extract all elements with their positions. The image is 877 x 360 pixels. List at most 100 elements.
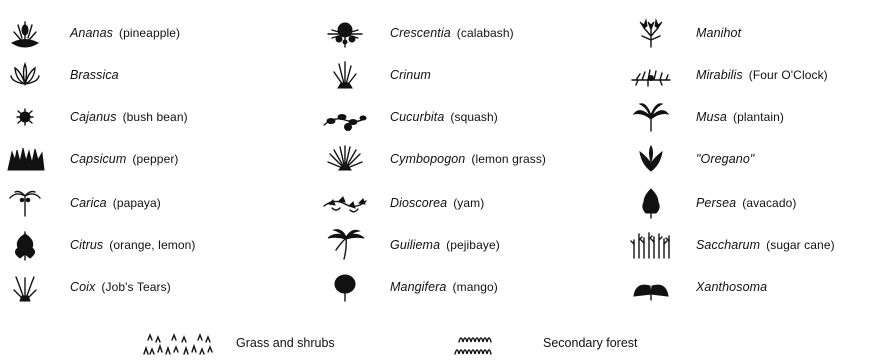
genus-name: Mangifera <box>390 280 447 294</box>
common-name: (plantain) <box>733 110 784 124</box>
lemon-grass-icon <box>322 142 368 176</box>
legend-entry: Manihot <box>628 16 741 50</box>
four-oclock-icon <box>628 58 674 92</box>
bush-bean-icon <box>2 100 48 134</box>
legend-entry: Citrus (orange, lemon) <box>2 228 195 262</box>
legend-entry-label: Musa (plantain) <box>696 110 784 124</box>
legend-entry: Carica (papaya) <box>2 186 161 220</box>
legend-entry-label: Crescentia (calabash) <box>390 26 514 40</box>
common-name: (papaya) <box>113 196 161 210</box>
oregano-icon <box>628 142 674 176</box>
genus-name: Coix <box>70 280 95 294</box>
common-name: (lemon grass) <box>471 152 546 166</box>
common-name: (pineapple) <box>119 26 180 40</box>
coix-icon <box>2 270 48 304</box>
legend-entry-label: Cajanus (bush bean) <box>70 110 188 124</box>
legend-entry: Cymbopogon (lemon grass) <box>322 142 546 176</box>
common-name: (squash) <box>450 110 498 124</box>
legend-entry-label: Coix (Job's Tears) <box>70 280 171 294</box>
legend-vegetation-entry: Grass and shrubs <box>138 326 335 360</box>
genus-name: Cucurbita <box>390 110 444 124</box>
vegetation-label: Grass and shrubs <box>236 336 335 350</box>
legend-entry: "Oregano" <box>628 142 754 176</box>
genus-name: Cajanus <box>70 110 117 124</box>
secondary-forest-icon <box>445 328 525 358</box>
legend-entry-label: Xanthosoma <box>696 280 767 294</box>
legend-entry-label: Carica (papaya) <box>70 196 161 210</box>
legend-entry: Guiliema (pejibaye) <box>322 228 500 262</box>
legend-entry-label: Brassica <box>70 68 119 82</box>
vegetation-label: Secondary forest <box>543 336 638 350</box>
common-name: (Job's Tears) <box>101 280 170 294</box>
genus-name: Cymbopogon <box>390 152 465 166</box>
common-name: (yam) <box>453 196 484 210</box>
legend-entry: Musa (plantain) <box>628 100 784 134</box>
common-name: (pepper) <box>132 152 178 166</box>
legend-entry: Cucurbita (squash) <box>322 100 498 134</box>
legend-entry: Ananas (pineapple) <box>2 16 180 50</box>
legend-entry-label: Cucurbita (squash) <box>390 110 498 124</box>
plantain-icon <box>628 100 674 134</box>
brassica-icon <box>2 58 48 92</box>
genus-name: Citrus <box>70 238 103 252</box>
genus-name: Musa <box>696 110 727 124</box>
pejibaye-palm-icon <box>322 228 368 262</box>
genus-name: Brassica <box>70 68 119 82</box>
legend-entry: Xanthosoma <box>628 270 767 304</box>
legend-entry-label: Capsicum (pepper) <box>70 152 179 166</box>
legend-entry: Coix (Job's Tears) <box>2 270 171 304</box>
legend-entry-label: Dioscorea (yam) <box>390 196 484 210</box>
legend-entry: Saccharum (sugar cane) <box>628 228 835 262</box>
legend-entry: Dioscorea (yam) <box>322 186 484 220</box>
mango-icon <box>322 270 368 304</box>
genus-name: Xanthosoma <box>696 280 767 294</box>
genus-name: "Oregano" <box>696 152 754 166</box>
grass-shrubs-icon <box>138 328 218 358</box>
legend-entry: Brassica <box>2 58 119 92</box>
legend-entry-label: Mangifera (mango) <box>390 280 498 294</box>
common-name: (avacado) <box>742 196 796 210</box>
common-name: (calabash) <box>457 26 514 40</box>
papaya-icon <box>2 186 48 220</box>
legend-entry-label: Crinum <box>390 68 431 82</box>
genus-name: Guiliema <box>390 238 440 252</box>
legend-entry-label: Ananas (pineapple) <box>70 26 180 40</box>
genus-name: Carica <box>70 196 107 210</box>
squash-icon <box>322 100 368 134</box>
genus-name: Ananas <box>70 26 113 40</box>
xanthosoma-icon <box>628 270 674 304</box>
calabash-icon <box>322 16 368 50</box>
legend-entry-label: Citrus (orange, lemon) <box>70 238 195 252</box>
legend-entry-label: Mirabilis (Four O'Clock) <box>696 68 828 82</box>
citrus-icon <box>2 228 48 262</box>
common-name: (Four O'Clock) <box>749 68 828 82</box>
common-name: (pejibaye) <box>446 238 500 252</box>
yam-icon <box>322 186 368 220</box>
common-name: (sugar cane) <box>766 238 835 252</box>
legend-entry: Mangifera (mango) <box>322 270 498 304</box>
manihot-icon <box>628 16 674 50</box>
pineapple-icon <box>2 16 48 50</box>
legend-entry-label: Guiliema (pejibaye) <box>390 238 500 252</box>
pepper-icon <box>2 142 48 176</box>
legend-entry-label: Saccharum (sugar cane) <box>696 238 835 252</box>
legend-entry: Cajanus (bush bean) <box>2 100 188 134</box>
common-name: (bush bean) <box>123 110 188 124</box>
genus-name: Capsicum <box>70 152 126 166</box>
genus-name: Persea <box>696 196 736 210</box>
legend-entry-label: Manihot <box>696 26 741 40</box>
legend-entry: Capsicum (pepper) <box>2 142 179 176</box>
legend-entry: Persea (avacado) <box>628 186 796 220</box>
genus-name: Dioscorea <box>390 196 447 210</box>
common-name: (orange, lemon) <box>109 238 195 252</box>
genus-name: Saccharum <box>696 238 760 252</box>
genus-name: Mirabilis <box>696 68 743 82</box>
legend-entry-label: "Oregano" <box>696 152 754 166</box>
genus-name: Manihot <box>696 26 741 40</box>
legend-entry: Crinum <box>322 58 431 92</box>
sugar-cane-icon <box>628 228 674 262</box>
avocado-icon <box>628 186 674 220</box>
common-name: (mango) <box>453 280 498 294</box>
genus-name: Crescentia <box>390 26 451 40</box>
